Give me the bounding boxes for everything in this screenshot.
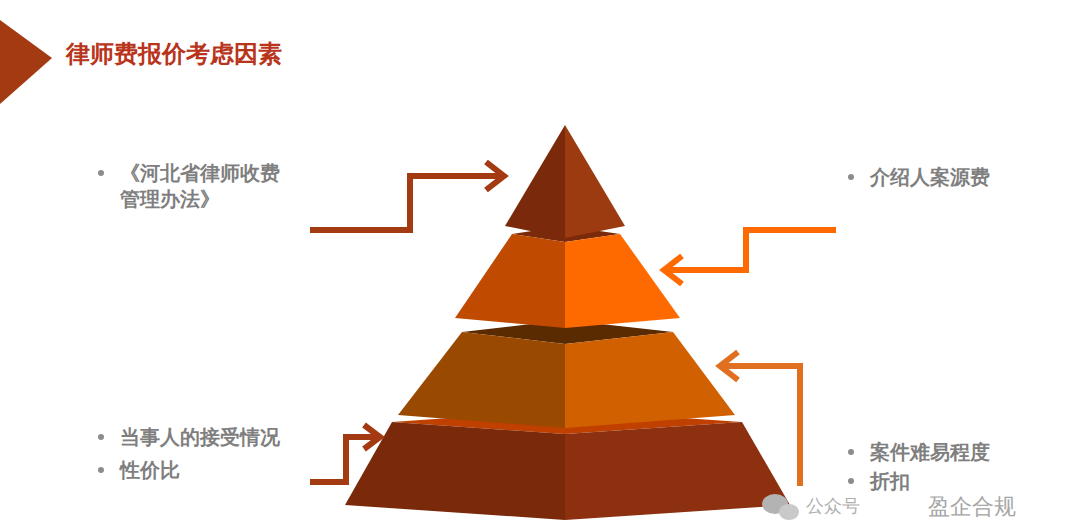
bullet-dot [848,174,854,180]
slide-title: 律师费报价考虑因素 [66,38,282,70]
bullet-dot [98,434,104,440]
bullet-label: 性价比 [120,457,180,483]
bullet-dot [98,170,104,176]
tier-face [398,332,565,428]
tier-face [565,332,735,428]
bullet-label: 《河北省律师收费管理办法》 [120,160,292,212]
bullet-label: 当事人的接受情况 [120,424,280,450]
apex-face [565,125,625,238]
step-arrow [310,176,502,230]
step-arrow [722,366,800,486]
arrow-head [364,425,380,449]
watermark: 公众号 [806,494,860,518]
tier-face [565,234,680,328]
bullet-dot [98,467,104,473]
wechat-icon [762,494,799,520]
bullet-label: 介绍人案源费 [870,164,990,190]
title-marker [0,20,52,104]
bullet-dot [848,478,854,484]
bullet-dot [848,449,854,455]
arrow-head [486,162,504,190]
watermark: 盈企合规 [928,492,1016,522]
apex-face [505,125,565,238]
arrow-head [720,352,738,380]
tier-face [345,422,565,520]
bullet-label: 案件难易程度 [870,439,990,465]
bullet-label: 折扣 [870,468,910,494]
tier-face [455,234,565,328]
arrow-head [664,256,682,284]
step-arrow [666,230,836,270]
tier-face [565,422,790,520]
